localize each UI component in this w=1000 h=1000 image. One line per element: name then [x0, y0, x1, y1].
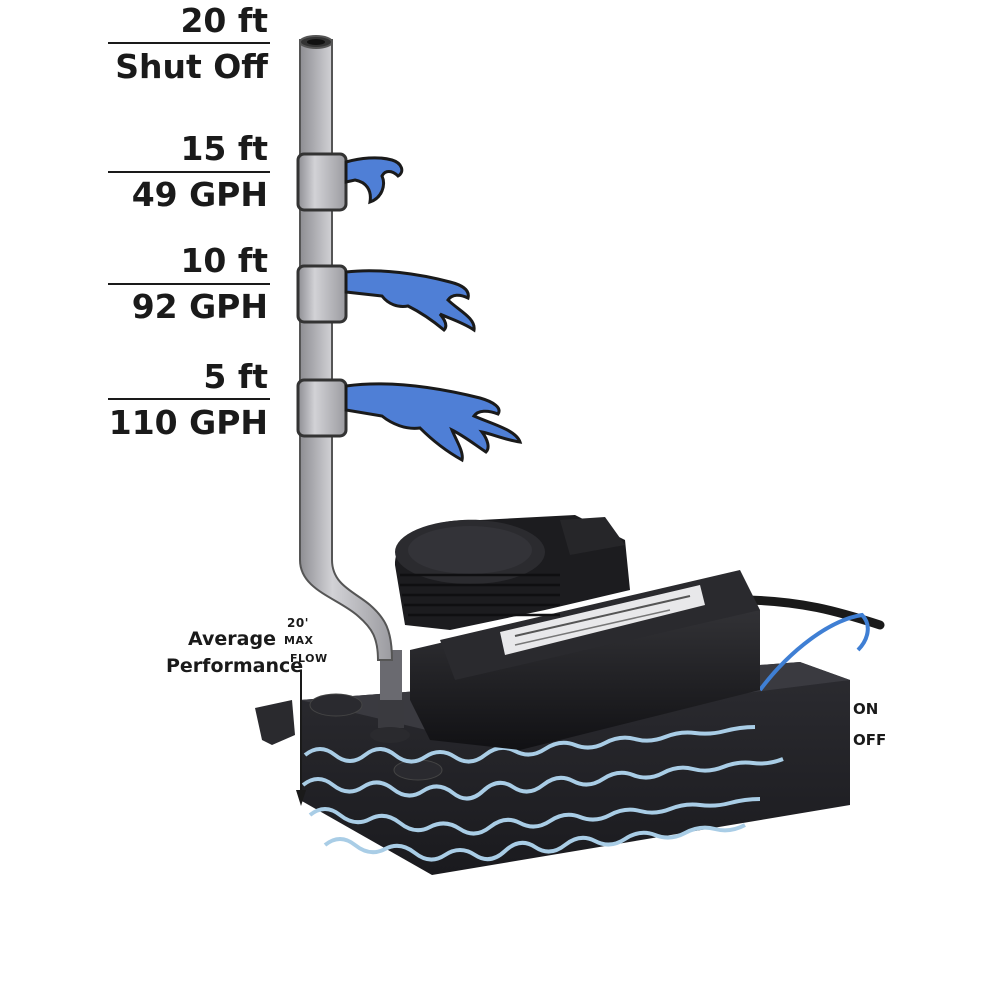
- switch-on-label: ON: [853, 700, 879, 718]
- switch-off-label: OFF: [853, 731, 887, 749]
- water-stream-10ft: [344, 269, 476, 333]
- level-10ft-height: 10 ft: [180, 241, 268, 280]
- max-flow-mid: MAX: [284, 634, 314, 647]
- level-10ft-rule: [108, 283, 270, 285]
- level-10ft-rate: 92 GPH: [131, 287, 268, 326]
- max-flow-bottom: FLOW: [290, 652, 328, 665]
- level-15ft-rate: 49 GPH: [131, 175, 268, 214]
- level-5ft-rule: [108, 398, 270, 400]
- water-level-waves: [301, 725, 784, 862]
- level-5ft-height: 5 ft: [203, 357, 268, 396]
- max-flow-top: 20': [287, 616, 309, 630]
- outlet-tees: [296, 152, 348, 438]
- max-flow-arrow: [296, 670, 306, 806]
- discharge-pipe: [299, 35, 394, 661]
- water-stream-15ft: [344, 156, 404, 205]
- level-20ft-rule: [108, 42, 270, 44]
- water-stream-5ft: [344, 382, 523, 463]
- performance-label-line1: Average: [188, 628, 276, 650]
- pump-body: [395, 515, 760, 750]
- power-cord: [735, 595, 885, 630]
- level-15ft-height: 15 ft: [180, 129, 268, 168]
- level-15ft-rule: [108, 171, 270, 173]
- performance-label-line2: Performance: [166, 655, 304, 677]
- level-5ft-rate: 110 GPH: [108, 403, 268, 442]
- float-switch-wire: [758, 612, 870, 692]
- discharge-fitting: [370, 650, 410, 743]
- level-20ft-height: 20 ft: [180, 1, 268, 40]
- level-20ft-rate: Shut Off: [115, 47, 268, 86]
